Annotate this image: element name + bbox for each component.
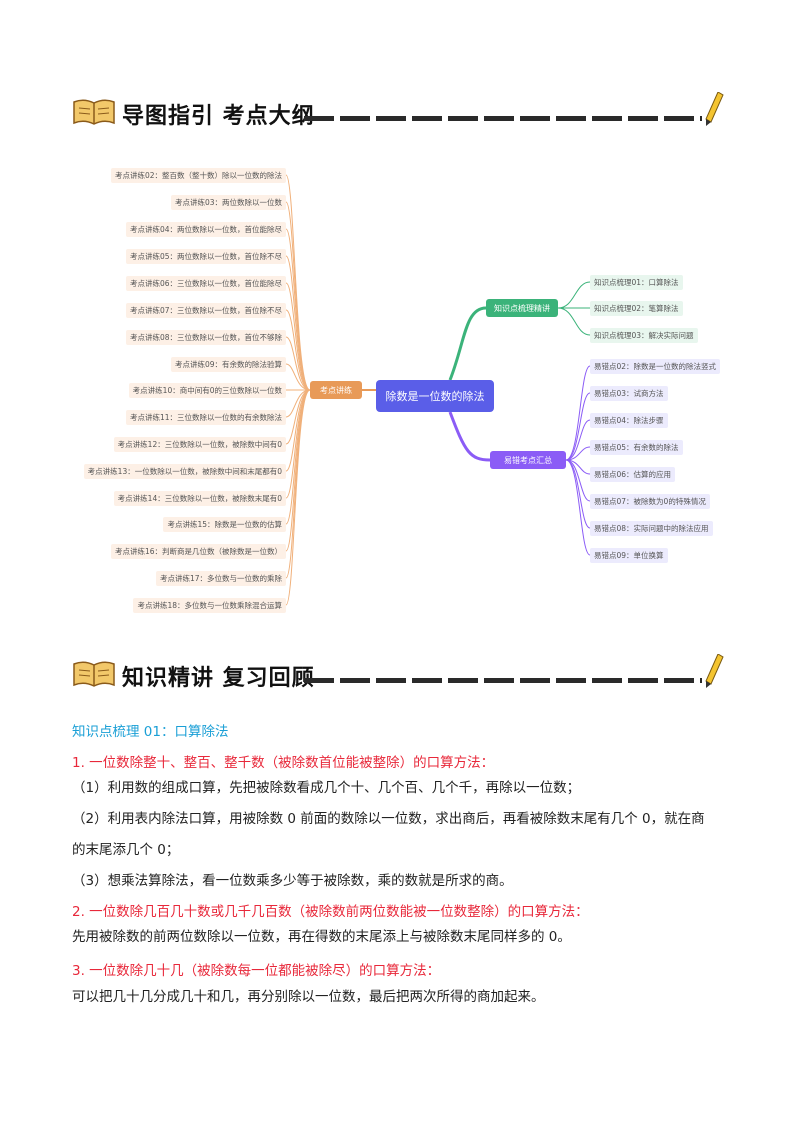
mind-map: 考点讲练02：整百数（整十数）除以一位数的除法 考点讲练03：两位数除以一位数 …	[70, 162, 730, 622]
mindmap-bottom-item: 易错点07：被除数为0的特殊情况	[590, 494, 710, 509]
mindmap-bottom-item: 易错点08：实际问题中的除法应用	[590, 521, 713, 536]
mindmap-branch-bottom: 易错考点汇总	[490, 451, 566, 469]
mindmap-left-item: 考点讲练14：三位数除以一位数，被除数末尾有0	[113, 491, 286, 506]
mindmap-left-item: 考点讲练07：三位数除以一位数，首位除不尽	[125, 303, 286, 318]
mindmap-left-item: 考点讲练09：有余数的除法验算	[170, 357, 286, 372]
section-header-review: 知识精讲 复习回顾	[72, 654, 728, 698]
paragraph: 的末尾添几个 0；	[72, 842, 180, 858]
mindmap-left-item: 考点讲练03：两位数除以一位数	[170, 195, 286, 210]
method-heading-2: 2. 一位数除几百几十数或几千几百数（被除数前两位数能被一位数整除）的口算方法：	[72, 904, 589, 920]
mindmap-bottom-item: 易错点05：有余数的除法	[590, 440, 683, 455]
mindmap-left-item: 考点讲练11：三位数除以一位数的有余数除法	[125, 410, 286, 425]
method-heading-1: 1. 一位数除整十、整百、整千数（被除数首位能被整除）的口算方法：	[72, 755, 495, 771]
mindmap-top-item: 知识点梳理03：解决实际问题	[590, 328, 698, 343]
mind-map-connectors	[285, 174, 591, 606]
mindmap-left-item: 考点讲练06：三位数除以一位数，首位能除尽	[125, 276, 286, 291]
mindmap-left-item: 考点讲练18：多位数与一位数乘除混合运算	[133, 598, 286, 613]
mindmap-left-item: 考点讲练17：多位数与一位数的乘除	[155, 571, 286, 586]
mindmap-top-item: 知识点梳理02：笔算除法	[590, 301, 683, 316]
paragraph: （2）利用表内除法口算，用被除数 0 前面的数除以一位数，求出商后，再看被除数末…	[72, 811, 705, 827]
paragraph: （1）利用数的组成口算，先把被除数看成几个十、几个百、几个千，再除以一位数；	[72, 780, 581, 796]
paragraph: （3）想乘法算除法，看一位数乘多少等于被除数，乘的数就是所求的商。	[72, 873, 513, 889]
mindmap-left-item: 考点讲练12：三位数除以一位数，被除数中间有0	[113, 437, 286, 452]
mindmap-left-item: 考点讲练15：除数是一位数的估算	[163, 517, 286, 532]
dashed-divider	[304, 678, 702, 683]
mindmap-center: 除数是一位数的除法	[376, 380, 494, 412]
mindmap-bottom-item: 易错点09：单位换算	[590, 548, 668, 563]
mindmap-bottom-item: 易错点03：试商方法	[590, 386, 668, 401]
mindmap-bottom-item: 易错点02：除数是一位数的除法竖式	[590, 359, 721, 374]
mindmap-left-item: 考点讲练05：两位数除以一位数，首位除不尽	[125, 249, 286, 264]
mindmap-bottom-item: 易错点06：估算的应用	[590, 467, 676, 482]
mindmap-branch-top: 知识点梳理精讲	[486, 299, 558, 317]
pencil-icon	[705, 92, 724, 126]
paragraph: 先用被除数的前两位数除以一位数，再在得数的末尾添上与被除数末尾同样多的 0。	[72, 929, 571, 945]
mindmap-left-item: 考点讲练02：整百数（整十数）除以一位数的除法	[110, 168, 286, 183]
method-heading-3: 3. 一位数除几十几（被除数每一位都能被除尽）的口算方法：	[72, 963, 441, 979]
mindmap-branch-left: 考点讲练	[310, 381, 362, 399]
mindmap-bottom-item: 易错点04：除法步骤	[590, 413, 668, 428]
mindmap-left-item: 考点讲练16：判断商是几位数（被除数是一位数）	[110, 544, 286, 559]
mindmap-left-item: 考点讲练08：三位数除以一位数，首位不够除	[125, 330, 286, 345]
knowledge-point-title: 知识点梳理 01：口算除法	[72, 724, 229, 740]
mindmap-left-item: 考点讲练13：一位数除以一位数，被除数中间和末尾都有0	[83, 464, 286, 479]
mindmap-left-item: 考点讲练04：两位数除以一位数，首位能除尽	[125, 222, 286, 237]
dashed-divider	[304, 116, 702, 121]
mindmap-left-item: 考点讲练10：商中间有0的三位数除以一位数	[128, 383, 286, 398]
mindmap-top-item: 知识点梳理01：口算除法	[590, 275, 683, 290]
section-header-outline: 导图指引 考点大纲	[72, 92, 728, 136]
book-icon	[73, 99, 115, 125]
book-icon	[73, 661, 115, 687]
section-title: 导图指引 考点大纲	[122, 104, 315, 129]
pencil-icon	[705, 654, 724, 688]
section-title: 知识精讲 复习回顾	[122, 666, 315, 691]
paragraph: 可以把几十几分成几十和几，再分别除以一位数，最后把两次所得的商加起来。	[72, 989, 545, 1005]
